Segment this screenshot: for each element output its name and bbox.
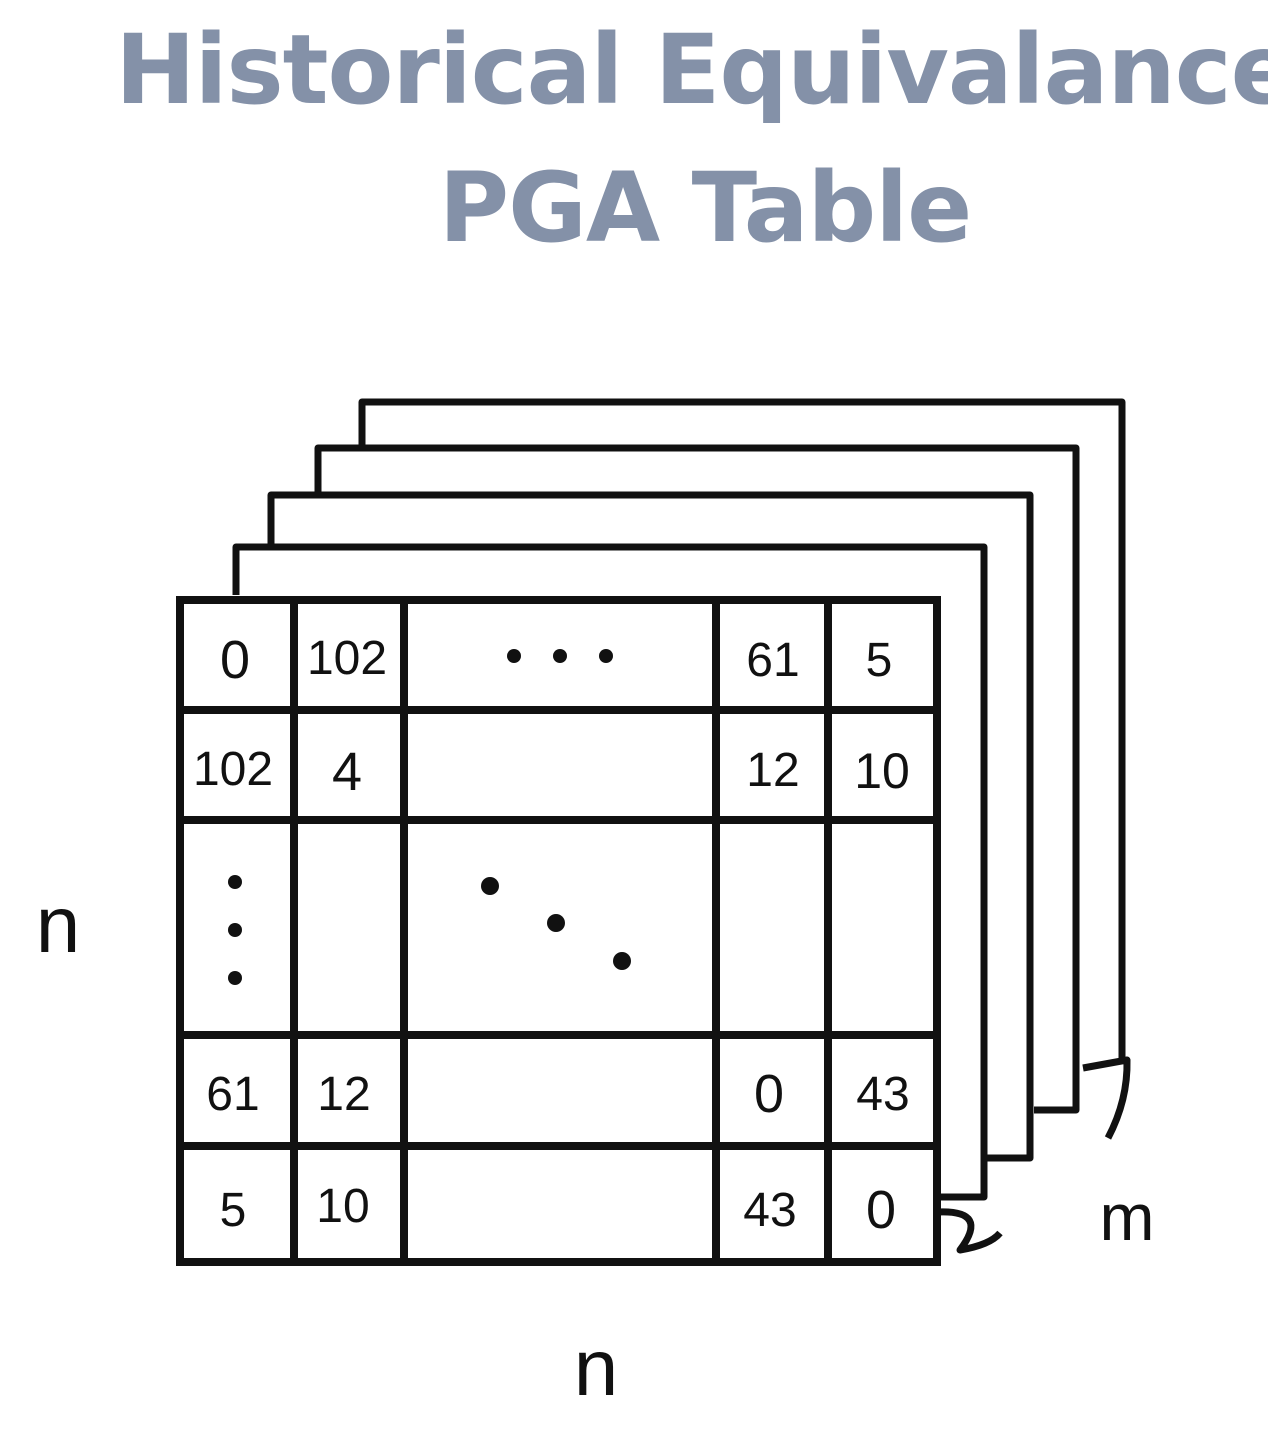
cell-r0-c0: 0 xyxy=(220,630,250,690)
cell-r4-c1: 10 xyxy=(316,1180,369,1233)
cell-r1-c3: 12 xyxy=(746,744,799,797)
cell-r3-c4: 43 xyxy=(856,1068,909,1121)
front-matrix-border xyxy=(176,596,941,1266)
depth-dimension-label: m xyxy=(1100,1180,1155,1254)
cell-r1-c4: 10 xyxy=(854,743,910,799)
cell-r0-c3: 61 xyxy=(746,634,799,687)
cell-r3-c0: 61 xyxy=(206,1068,259,1121)
cell-r0-c1: 102 xyxy=(307,632,387,685)
matrix-layer-3 xyxy=(314,444,1080,1114)
vertical-ellipsis-dot xyxy=(228,923,242,937)
bottom-brace xyxy=(937,1208,1003,1254)
diagonal-ellipsis-dot xyxy=(547,914,565,932)
diagonal-ellipsis-dot xyxy=(481,877,499,895)
cell-r4-c0: 5 xyxy=(220,1184,247,1237)
cell-r1-c1: 4 xyxy=(332,742,362,802)
vertical-ellipsis-dot xyxy=(228,971,242,985)
matrix-layer-4 xyxy=(358,398,1126,1063)
diagram-title-line1: Historical Equivalance xyxy=(115,14,1268,126)
cell-r3-c3: 0 xyxy=(754,1064,784,1124)
rows-dimension-label: n xyxy=(36,880,81,969)
cell-r4-c4: 0 xyxy=(866,1180,896,1240)
horizontal-ellipsis-dot xyxy=(599,649,613,663)
matrix-layer-1 xyxy=(232,543,988,1201)
diagonal-ellipsis-dot xyxy=(613,952,631,970)
depth-brace xyxy=(1082,1056,1131,1140)
cell-r0-c4: 5 xyxy=(866,634,893,687)
matrix-layer-2 xyxy=(267,491,1034,1162)
diagram-title-line2: PGA Table xyxy=(438,152,973,264)
cell-r3-c1: 12 xyxy=(317,1068,370,1121)
cols-dimension-label: n xyxy=(574,1323,619,1412)
cell-r4-c3: 43 xyxy=(743,1184,796,1237)
horizontal-ellipsis-dot xyxy=(553,649,567,663)
cell-r1-c0: 102 xyxy=(193,743,273,796)
vertical-ellipsis-dot xyxy=(228,875,242,889)
horizontal-ellipsis-dot xyxy=(507,649,521,663)
